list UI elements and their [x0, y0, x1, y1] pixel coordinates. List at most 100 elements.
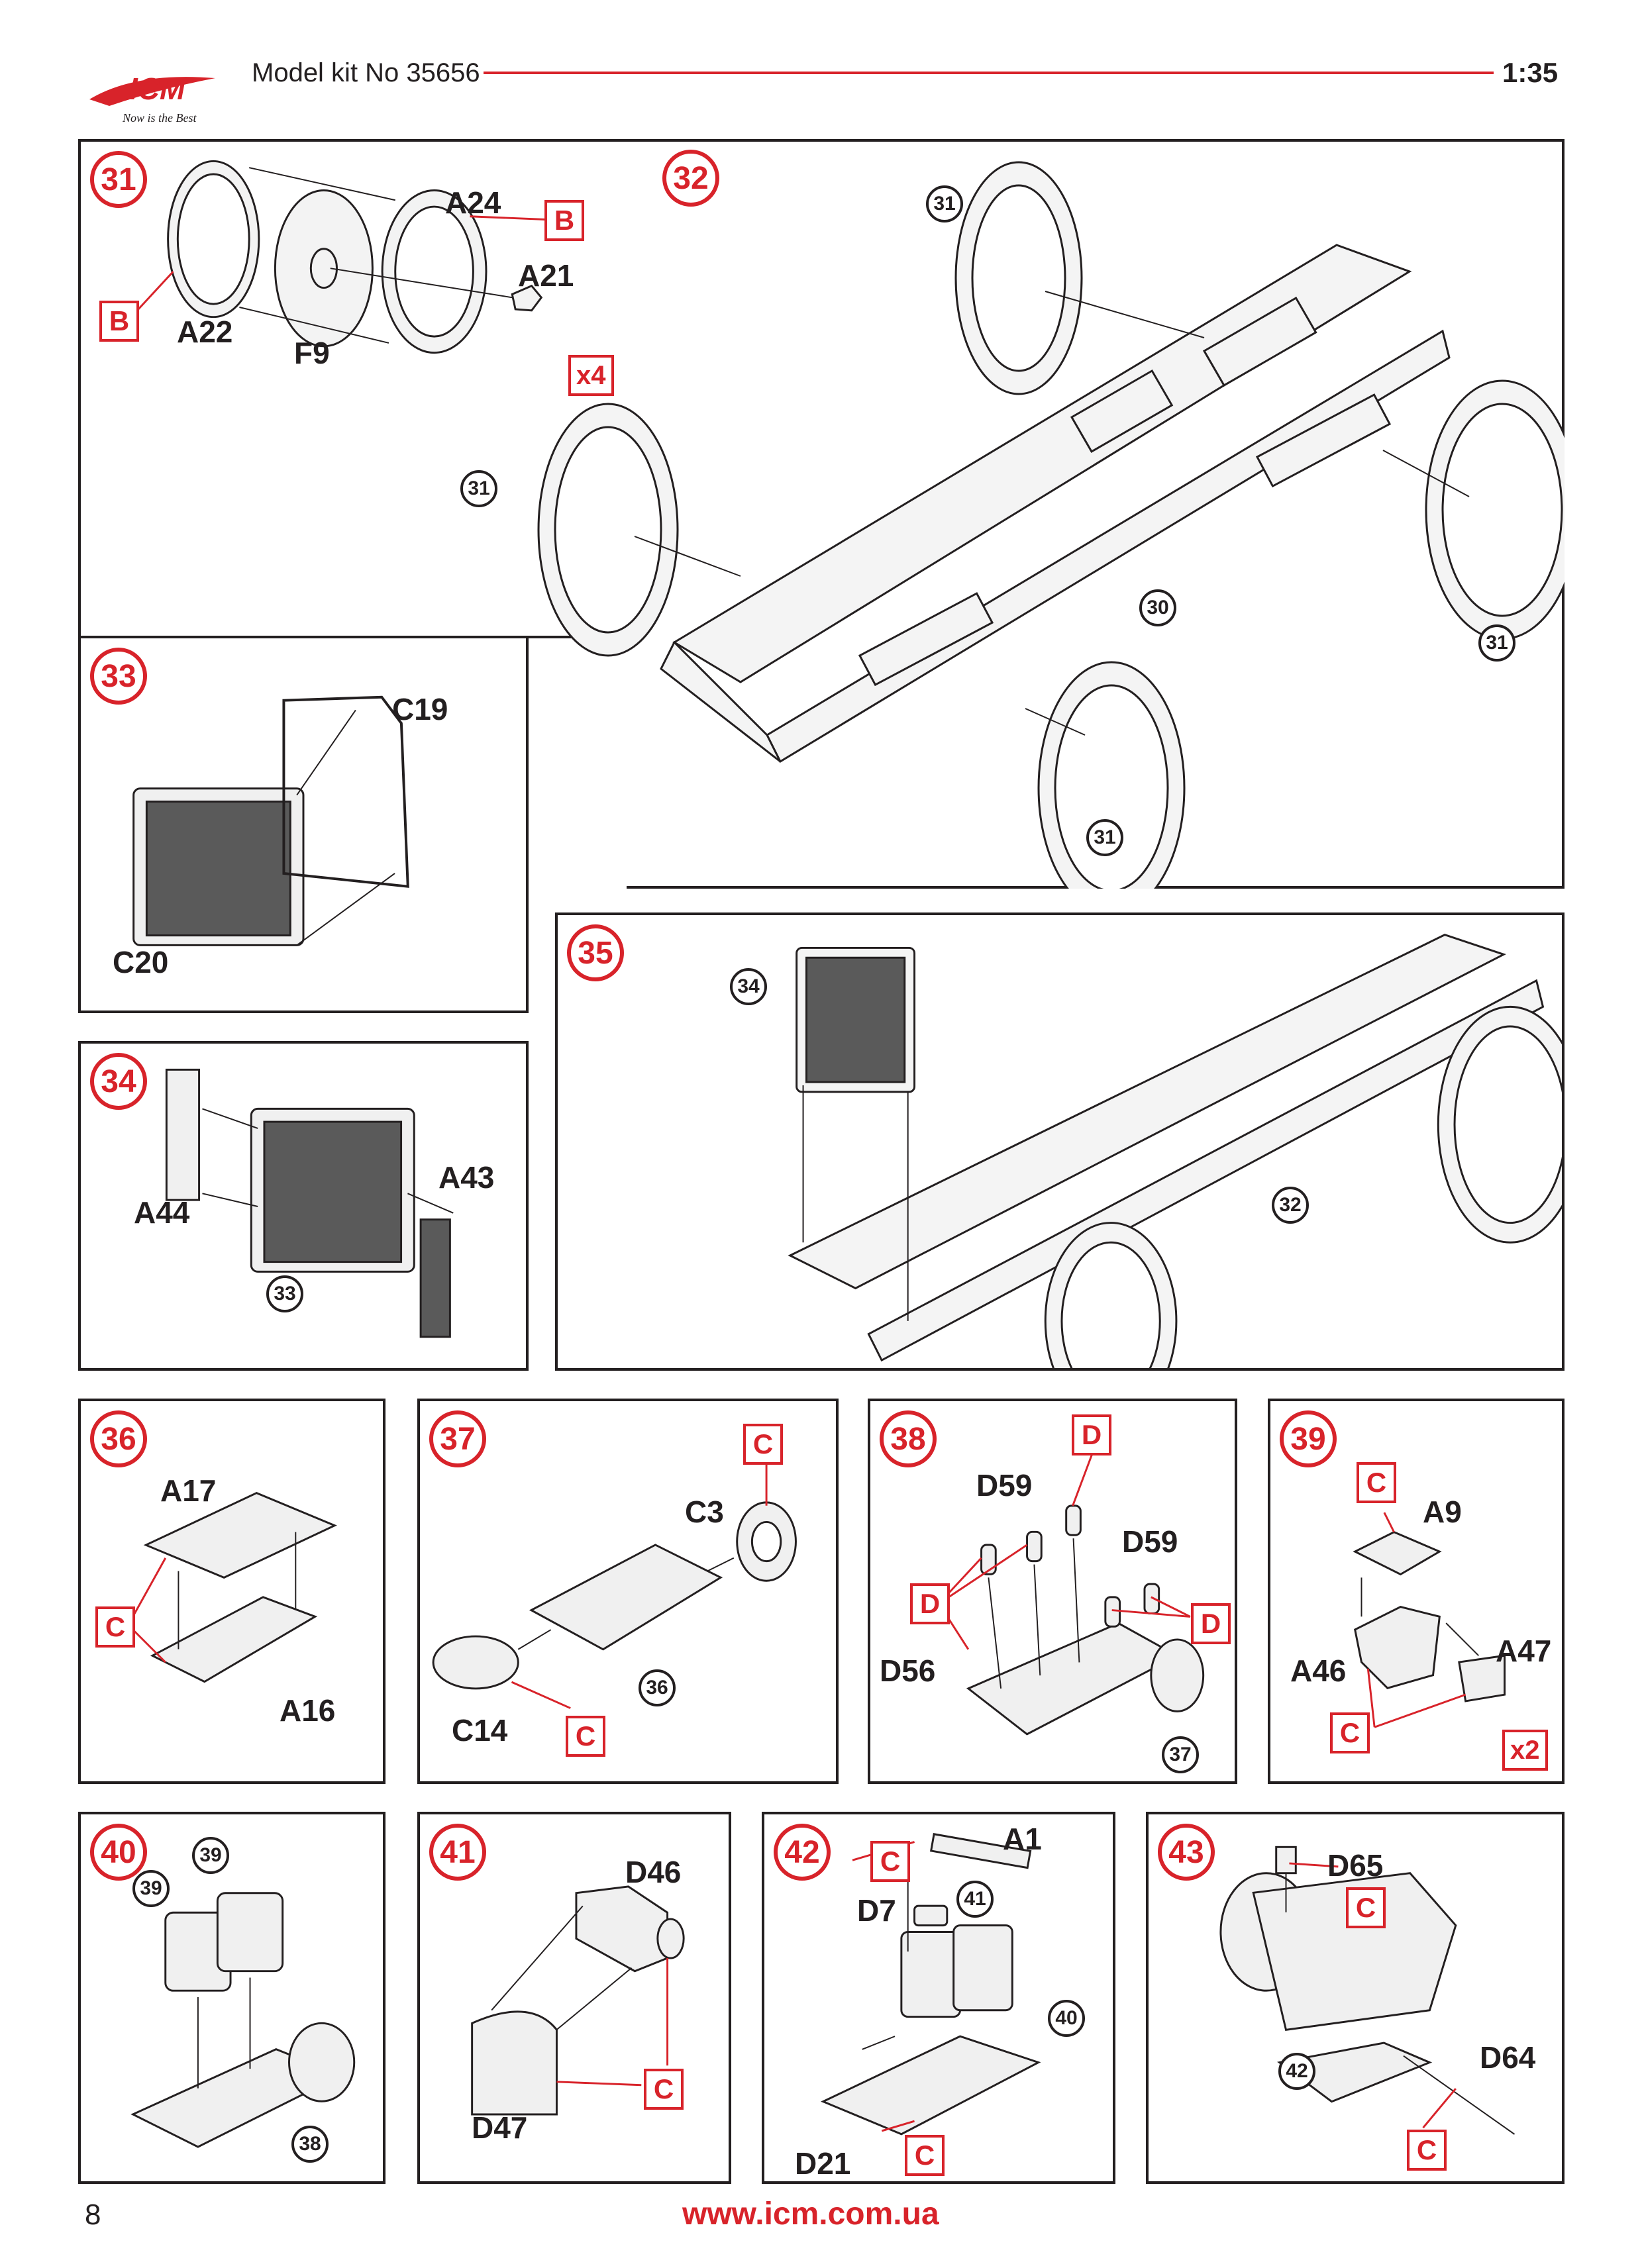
step-39-number: 39 [1280, 1410, 1337, 1467]
ref-step-33: 33 [266, 1275, 303, 1312]
step-33-number: 33 [90, 648, 147, 705]
step-35-illustration [788, 934, 1562, 1368]
step-31-number: 31 [90, 151, 147, 208]
step-34-panel: 34 A43 A44 33 [78, 1041, 529, 1371]
sprue-tag-c: C [1357, 1462, 1396, 1503]
ref-step-30: 30 [1139, 589, 1176, 626]
step-34-number: 34 [90, 1053, 147, 1110]
ref-step-42: 42 [1278, 2053, 1315, 2090]
ref-step-31: 31 [460, 470, 497, 507]
part-d56: D56 [880, 1653, 936, 1688]
ref-step-36: 36 [639, 1669, 676, 1706]
step-40-number: 40 [90, 1824, 147, 1881]
multiplier-badge: x2 [1502, 1730, 1548, 1771]
step-42-number: 42 [774, 1824, 831, 1881]
sprue-tag-d: D [910, 1583, 950, 1624]
step-31-illustration [133, 160, 548, 354]
step-42-panel: 42 A1 D7 D21 C C 41 40 [762, 1812, 1115, 2184]
ref-step-31: 31 [1086, 819, 1123, 856]
part-a9: A9 [1423, 1495, 1462, 1529]
step-41-number: 41 [429, 1824, 486, 1881]
sprue-tag-d: D [1191, 1603, 1231, 1644]
step-41-illustration [471, 1885, 685, 2116]
part-c19: C19 [392, 692, 448, 726]
sprue-tag-c: C [1346, 1887, 1386, 1928]
ref-step-31: 31 [1478, 624, 1515, 662]
part-c3: C3 [685, 1495, 724, 1529]
part-a1: A1 [1003, 1822, 1042, 1856]
sprue-tag-c: C [1330, 1712, 1370, 1753]
scale-label: 1:35 [1502, 57, 1559, 88]
logo-text: ICM [129, 72, 186, 106]
part-a43: A43 [438, 1160, 495, 1195]
step-42-illustration [821, 1833, 1041, 2136]
step-38-illustration [938, 1453, 1205, 1736]
step-38-number: 38 [880, 1410, 937, 1467]
sprue-tag-c: C [905, 2135, 945, 2176]
step-37-panel: 37 C3 C14 C C 36 [417, 1399, 839, 1784]
part-a46: A46 [1290, 1653, 1347, 1688]
step-36-number: 36 [90, 1410, 147, 1467]
ref-step-34: 34 [730, 968, 767, 1005]
sprue-tag-c: C [644, 2069, 684, 2110]
sprue-tag-c: C [870, 1841, 910, 1882]
part-a44: A44 [134, 1195, 190, 1230]
ref-step-38: 38 [291, 2126, 329, 2163]
step-36-panel: 36 A17 A16 C [78, 1399, 385, 1784]
sprue-tag-c: C [743, 1424, 783, 1465]
step-39-illustration [1353, 1512, 1506, 1728]
sprue-tag-c: C [566, 1716, 605, 1757]
step-40-panel: 40 39 39 38 [78, 1812, 385, 2184]
step-43-illustration [1219, 1846, 1515, 2135]
step-37-illustration [432, 1463, 797, 1709]
part-a24: A24 [445, 185, 501, 220]
step-33-illustration [132, 695, 409, 946]
part-d46: D46 [625, 1855, 682, 1889]
sprue-tag-c: C [1407, 2130, 1447, 2171]
step-39-panel: 39 A9 A46 A47 C C x2 [1268, 1399, 1565, 1784]
step-35-panel: 35 34 32 [555, 912, 1565, 1371]
sprue-tag-d: D [1072, 1414, 1111, 1455]
step-36-illustration [132, 1491, 337, 1683]
website-link[interactable]: www.icm.com.ua [682, 2196, 939, 2232]
step-37-number: 37 [429, 1410, 486, 1467]
page-number: 8 [85, 2198, 101, 2231]
part-a17: A17 [160, 1473, 217, 1508]
step-32-extension [78, 407, 629, 638]
step-38-panel: 38 D59 D59 D56 D D D 37 [868, 1399, 1237, 1784]
part-d7: D7 [857, 1893, 896, 1928]
step-32-illustration [537, 161, 1565, 889]
step-41-panel: 41 D46 D47 C [417, 1812, 731, 2184]
ref-step-32: 32 [1272, 1187, 1309, 1224]
ref-step-39: 39 [132, 1870, 170, 1907]
part-a47: A47 [1496, 1634, 1552, 1668]
part-a21: A21 [518, 258, 574, 293]
step-43-panel: 43 D65 D64 C C 42 [1146, 1812, 1565, 2184]
part-f9: F9 [294, 336, 330, 370]
part-a16: A16 [280, 1693, 336, 1728]
ref-step-40: 40 [1048, 2000, 1085, 2037]
sprue-tag-b: B [544, 200, 584, 241]
part-d59: D59 [976, 1468, 1033, 1503]
icm-logo: ICM Now is the Best [83, 58, 242, 131]
ref-step-37: 37 [1162, 1736, 1199, 1773]
part-d21: D21 [795, 2146, 851, 2181]
ref-step-39: 39 [192, 1837, 229, 1874]
step-34-illustration [165, 1068, 454, 1338]
header-rule [484, 72, 1494, 74]
part-c20: C20 [113, 945, 169, 979]
part-d64: D64 [1480, 2040, 1536, 2075]
part-d47: D47 [472, 2110, 528, 2145]
step-31-panel: 31 A24 A21 A22 F9 B B x4 [78, 139, 629, 409]
sprue-tag-b: B [99, 301, 139, 342]
logo-tagline: Now is the Best [122, 111, 197, 124]
part-d59: D59 [1122, 1524, 1178, 1559]
sprue-tag-c: C [95, 1606, 135, 1648]
step-33-panel: 33 C19 C20 [78, 636, 529, 1013]
part-d65: D65 [1327, 1848, 1384, 1883]
part-c14: C14 [452, 1713, 508, 1748]
step-32-number: 32 [662, 150, 719, 207]
multiplier-badge: x4 [568, 355, 614, 396]
part-a22: A22 [177, 315, 233, 349]
step-40-illustration [130, 1892, 356, 2148]
